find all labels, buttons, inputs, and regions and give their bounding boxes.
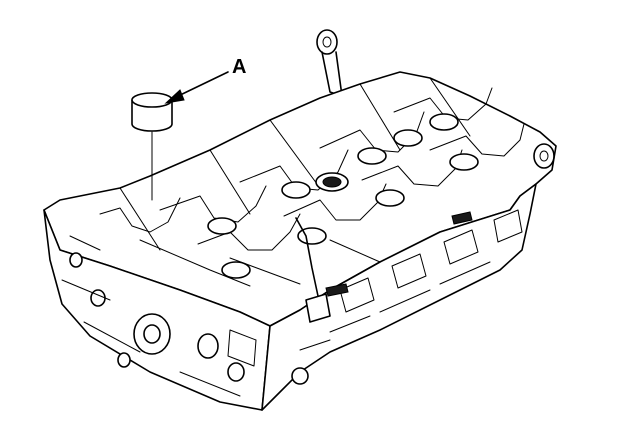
callout-label-a: A bbox=[232, 56, 247, 78]
lifting-hook-icon bbox=[316, 29, 343, 97]
cylinder-head-icon bbox=[43, 71, 557, 411]
sensor-icon bbox=[291, 211, 473, 385]
callout-arrow bbox=[164, 71, 229, 104]
valve-tappet-icon bbox=[131, 92, 173, 201]
